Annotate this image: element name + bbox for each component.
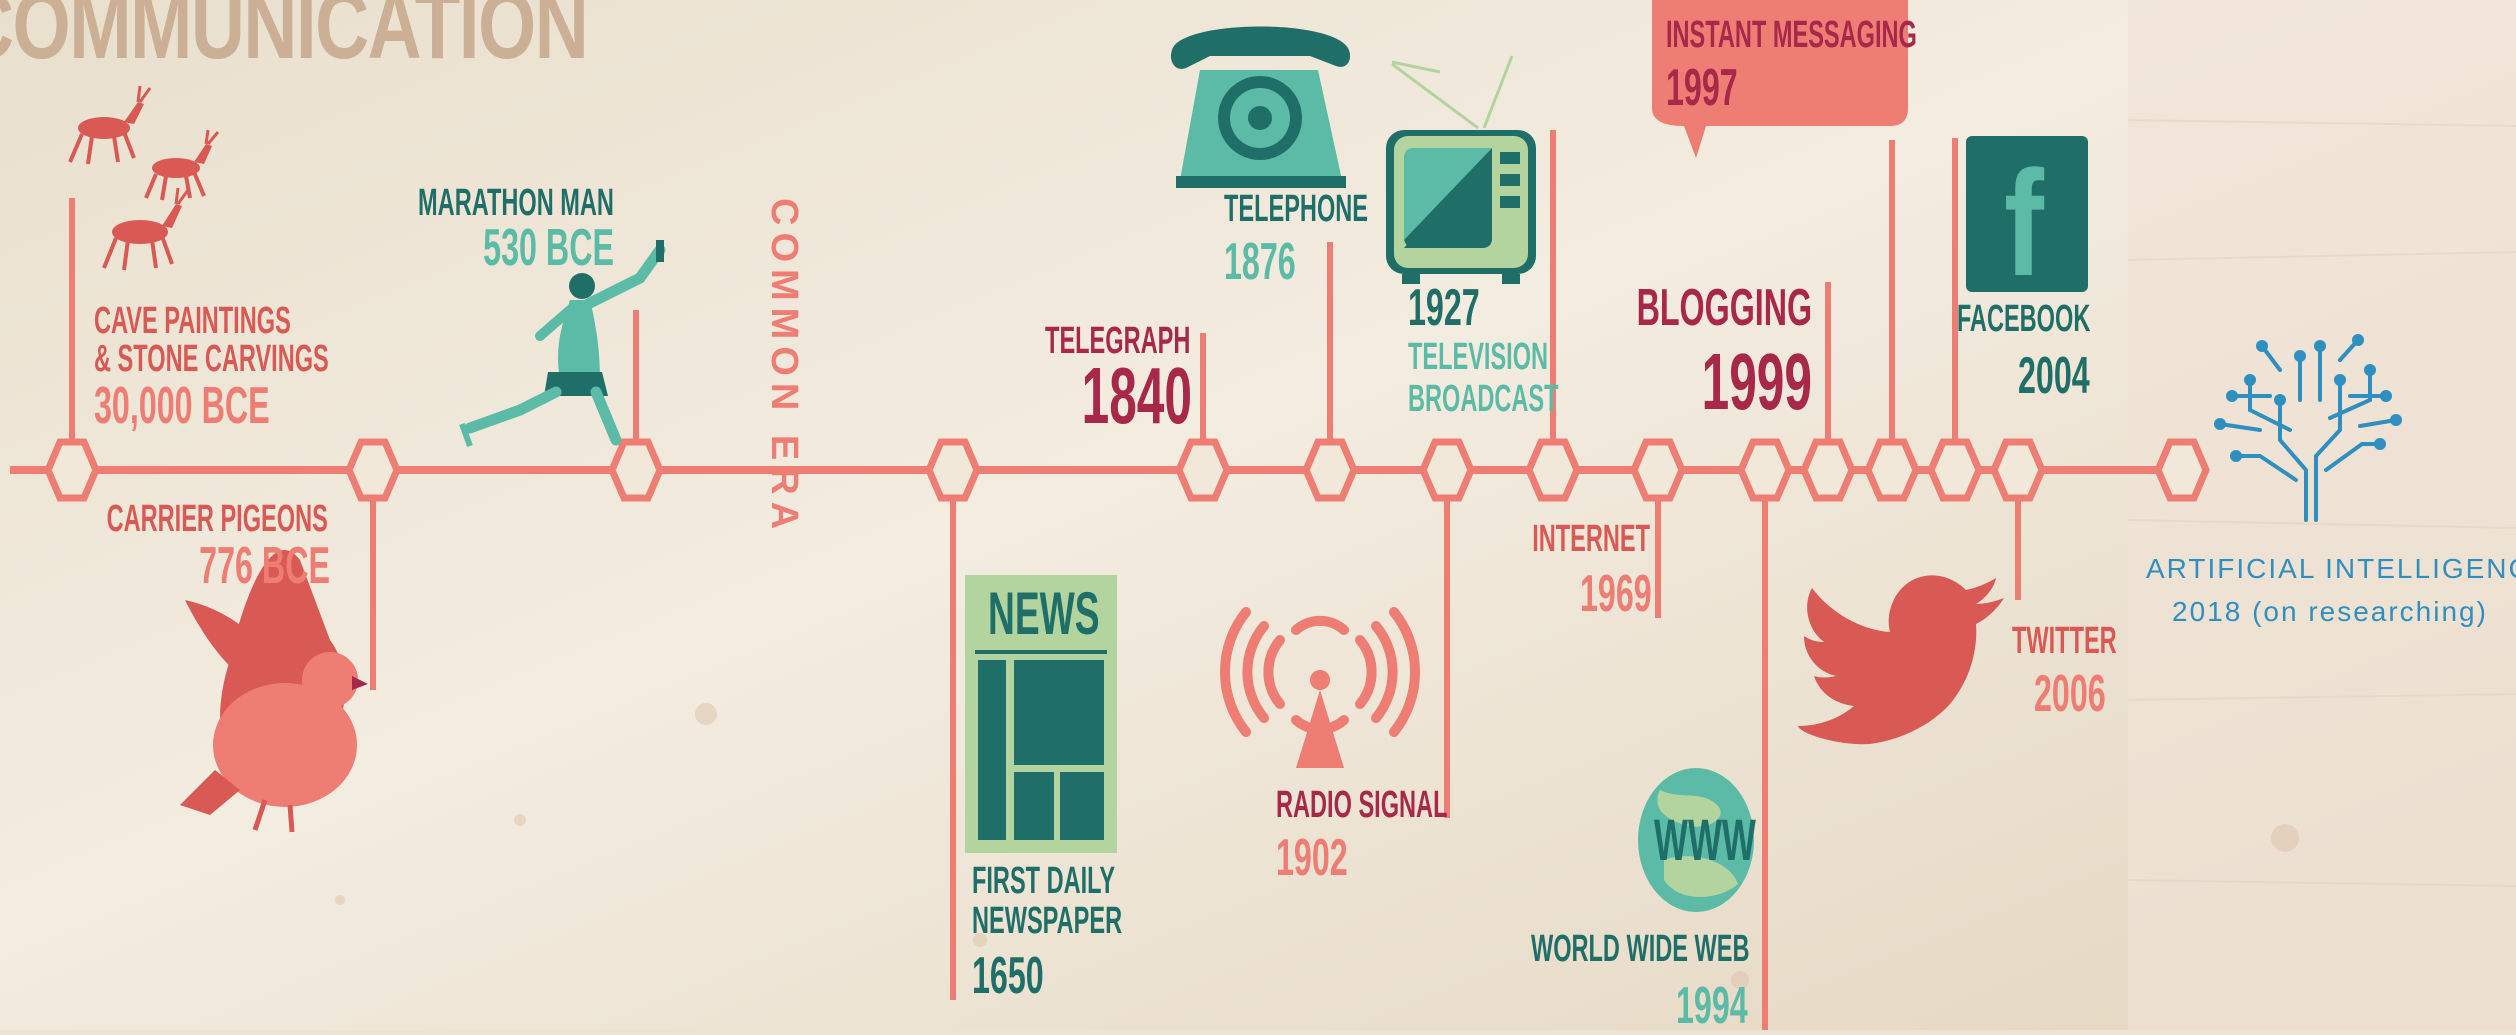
twitter-year: 2006: [2034, 665, 2106, 723]
timeline-node: [1864, 438, 1920, 502]
timeline-node: [1927, 438, 1983, 502]
facebook-logo-letter: f: [2004, 139, 2044, 307]
im-label: INSTANT MESSAGING: [1666, 14, 1917, 56]
pigeons-year: 776 BCE: [199, 537, 330, 595]
television-label-line2: BROADCAST: [1408, 378, 1559, 420]
wood-panel: [2128, 0, 2516, 1030]
page-title: COMMUNICATION: [0, 0, 589, 79]
ai-brain-nodes: [2214, 334, 2402, 462]
timeline-node: [1737, 438, 1793, 502]
cave-label-line1: CAVE PAINTINGS: [94, 300, 291, 342]
newspaper-year: 1650: [972, 947, 1044, 1005]
marathon-label: MARATHON MAN: [418, 182, 614, 224]
timeline-node: [1525, 438, 1581, 502]
timeline-node: [44, 438, 100, 502]
timeline-node: [1630, 438, 1686, 502]
telegraph-year: 1840: [1081, 351, 1192, 440]
telephone-label: TELEPHONE: [1224, 188, 1368, 230]
timeline-nodes: [44, 438, 2210, 502]
telephone-icon: [1170, 26, 1351, 188]
radio-signal-icon: [1219, 607, 1421, 737]
marathon-man-icon: [459, 240, 666, 448]
newspaper-label-line1: FIRST DAILY: [972, 860, 1116, 902]
twitter-label: TWITTER: [2012, 620, 2117, 662]
television-icon: [1386, 55, 1536, 284]
www-globe-icon: [1638, 768, 1754, 912]
television-year: 1927: [1408, 279, 1480, 337]
timeline-node: [1175, 438, 1231, 502]
radio-label: RADIO SIGNAL: [1276, 784, 1448, 826]
newspaper-label-line2: NEWSPAPER: [972, 900, 1123, 942]
cave-painting-icon: [68, 85, 220, 271]
ai-label: ARTIFICIAL INTELLIGENCE: [2146, 553, 2516, 584]
timeline-node: [1800, 438, 1856, 502]
common-era-label: COMMON ERA: [763, 198, 805, 537]
facebook-label: FACEBOOK: [1956, 298, 2090, 340]
im-year: 1997: [1666, 59, 1738, 117]
im-bubble: [1652, 0, 1908, 158]
blogging-year: 1999: [1701, 337, 1812, 426]
timeline-node: [608, 438, 664, 502]
newspaper-icon: [965, 575, 1117, 853]
television-label-line1: TELEVISION: [1408, 336, 1549, 378]
timeline-node: [925, 438, 981, 502]
blogging-label: BLOGGING: [1636, 279, 1812, 337]
timeline-node: [2154, 438, 2210, 502]
ai-year: 2018 (on researching): [2172, 596, 2488, 627]
cave-year: 30,000 BCE: [94, 377, 270, 435]
twitter-bird-icon: [1798, 575, 2004, 745]
facebook-year: 2004: [2018, 347, 2090, 405]
www-year: 1994: [1676, 977, 1748, 1035]
news-sign-text: NEWS: [988, 580, 1100, 647]
internet-year: 1969: [1580, 565, 1652, 623]
cave-label-line2: & STONE CARVINGS: [94, 338, 329, 380]
timeline-node: [345, 438, 401, 502]
pigeons-label: CARRIER PIGEONS: [106, 498, 328, 540]
radio-year: 1902: [1276, 829, 1348, 887]
internet-label: INTERNET: [1532, 518, 1650, 560]
www-label: WORLD WIDE WEB: [1531, 928, 1750, 970]
telegraph-label: TELEGRAPH: [1044, 320, 1190, 362]
timeline-node: [1302, 438, 1358, 502]
telephone-year: 1876: [1224, 233, 1296, 291]
timeline-node: [1990, 438, 2046, 502]
facebook-logo-box: [1966, 136, 2088, 292]
marathon-year: 530 BCE: [483, 219, 614, 277]
pigeon-icon: [180, 550, 368, 833]
timeline-node: [1419, 438, 1475, 502]
www-globe-text: WWW: [1654, 808, 1756, 873]
